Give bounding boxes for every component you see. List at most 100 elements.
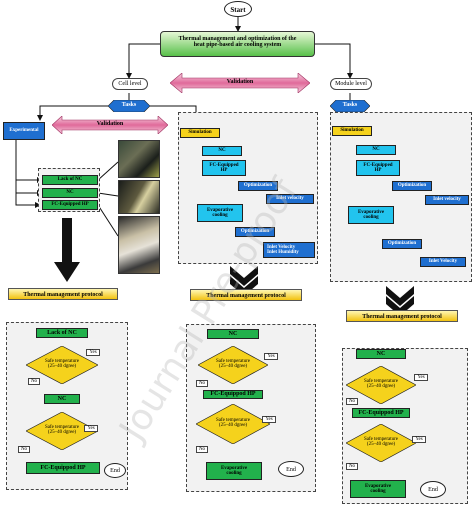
yes-label: Yes bbox=[87, 425, 95, 431]
evap-line1-cell: Evaporative bbox=[206, 207, 234, 213]
tasks-label-cell: Tasks bbox=[121, 102, 137, 108]
nc-start-label-p3: NC bbox=[376, 350, 386, 357]
evap-line2-p3: cooling bbox=[370, 489, 386, 494]
evap-line1-p3: Evaporative bbox=[364, 483, 392, 489]
protocol-banner-1: Thermal management protocol bbox=[8, 288, 118, 300]
lack-of-nc-label: Lack of NC bbox=[57, 177, 83, 183]
evap-cooling-box-module: Evaporative cooling bbox=[348, 206, 394, 224]
experiment-photo-2 bbox=[118, 180, 160, 214]
yes-tag-2a: Yes bbox=[264, 353, 278, 360]
inlet-list-box-cell: Inlet Velocity Inlet Humidity bbox=[263, 242, 315, 258]
safe-temp-text-1b: Safe temperature (25–40 dgree) bbox=[26, 425, 98, 436]
no-tag-1b: No bbox=[18, 446, 30, 453]
no-tag-3b: No bbox=[346, 463, 358, 470]
arrow-to-cell bbox=[126, 43, 160, 79]
protocol-banner-3: Thermal management protocol bbox=[346, 310, 458, 322]
validation-banner-left: Validation bbox=[52, 116, 168, 134]
safe-temp-line2: (25–40 dgree) bbox=[218, 364, 248, 370]
no-label: No bbox=[198, 446, 206, 452]
experimental-label: Experimental bbox=[9, 128, 39, 134]
safe-temp-line2: (25–40 dgree) bbox=[47, 430, 77, 436]
no-label: No bbox=[348, 463, 356, 469]
fc-hp-line1-module: FC-Equipped bbox=[363, 162, 393, 168]
experimental-box: Experimental bbox=[3, 122, 45, 140]
safe-temp-line1: Safe temperature bbox=[44, 425, 79, 430]
main-title-box: Thermal management and optimization of t… bbox=[160, 31, 315, 57]
safe-temp-text-1a: Safe temperature (25–40 dgree) bbox=[26, 359, 98, 370]
yes-tag-3a: Yes bbox=[414, 374, 428, 381]
lack-of-nc-start-label: Lack of NC bbox=[47, 329, 77, 336]
fc-hp-label-p3: FC-Equippod HP bbox=[358, 409, 404, 416]
end-label-2: End bbox=[286, 467, 296, 473]
evap-cooling-box-p3: Evaporative cooling bbox=[350, 480, 406, 498]
no-label: No bbox=[348, 398, 356, 404]
inlet-list-item-2: Inlet Humidity bbox=[267, 250, 299, 255]
experiment-photo-1 bbox=[118, 140, 160, 178]
safe-temp-line1: Safe temperature bbox=[363, 437, 398, 442]
nc-box-p1: NC bbox=[44, 394, 80, 404]
safe-temp-decision-1a: Safe temperature (25–40 dgree) bbox=[26, 346, 98, 384]
arrow-to-module bbox=[315, 43, 353, 79]
safe-temp-decision-2a: Safe temperature (25–40 dgree) bbox=[198, 346, 268, 384]
tasks-node-cell: Tasks bbox=[108, 100, 150, 112]
simulation-box-module: Simulation bbox=[332, 126, 372, 136]
safe-temp-line1: Safe temperature bbox=[363, 379, 398, 384]
safe-temp-decision-3a: Safe temperature (25–40 dgree) bbox=[346, 366, 416, 404]
cell-level-label: Cell level bbox=[118, 80, 142, 87]
yes-tag-3b: Yes bbox=[412, 436, 426, 443]
inlet-velocity-label-module: Inlet velocity bbox=[433, 197, 461, 203]
protocol-label-2: Thermal management protocol bbox=[206, 293, 286, 299]
fc-hp-label-exp: FC-Equipped HP bbox=[51, 202, 89, 208]
safe-temp-line2: (25–40 dgree) bbox=[218, 423, 248, 429]
evap-cooling-box-cell: Evaporative cooling bbox=[197, 204, 243, 222]
evap-line2-module: cooling bbox=[363, 215, 379, 220]
inlet-velocity-label-cell: Inlet velocity bbox=[276, 196, 304, 202]
yes-label: Yes bbox=[89, 349, 97, 355]
inlet-velocity-label-module-2: Inlet Velocity bbox=[428, 259, 458, 265]
tasks-label-module: Tasks bbox=[342, 102, 358, 108]
tasks-node-module: Tasks bbox=[330, 100, 370, 112]
safe-temp-text-3a: Safe temperature (25–40 dgree) bbox=[346, 379, 416, 390]
validation-banner-top: Validation bbox=[170, 73, 310, 93]
lack-of-nc-box: Lack of NC bbox=[42, 175, 98, 185]
safe-temp-line1: Safe temperature bbox=[215, 418, 250, 423]
no-tag-1a: No bbox=[28, 378, 40, 385]
safe-temp-line2: (25–40 dgree) bbox=[47, 364, 77, 370]
optimization-label-cell-1: Optimization bbox=[243, 183, 273, 189]
chevron-down-icon bbox=[230, 266, 258, 286]
fc-hp-box-module-sim: FC-Equipped HP bbox=[356, 160, 400, 176]
main-title-line2: heat pipe-based air cooling system bbox=[193, 42, 282, 49]
main-title-line1: Thermal management and optimization of t… bbox=[178, 36, 297, 42]
evap-line2-cell: cooling bbox=[212, 213, 228, 218]
yes-tag-1a: Yes bbox=[86, 349, 100, 356]
nc-label-cell-sim: NC bbox=[218, 148, 226, 154]
optimization-label-module-2: Optimization bbox=[387, 241, 417, 247]
cell-level-tag: Cell level bbox=[112, 78, 148, 90]
yes-tag-2b: Yes bbox=[262, 416, 276, 423]
nc-label-module-sim: NC bbox=[372, 147, 380, 153]
validation-label-top: Validation bbox=[226, 79, 254, 85]
optimization-box-module-2: Optimization bbox=[382, 239, 422, 249]
inlet-velocity-box-module-2: Inlet Velocity bbox=[420, 257, 466, 267]
evap-cooling-box-p2: Evaporative cooling bbox=[206, 462, 262, 480]
yes-label: Yes bbox=[267, 353, 275, 359]
yes-tag-1b: Yes bbox=[84, 425, 98, 432]
inlet-velocity-box-module: Inlet velocity bbox=[425, 195, 469, 205]
module-level-label: Module level bbox=[335, 80, 367, 87]
yes-label: Yes bbox=[415, 436, 423, 442]
no-tag-2a: No bbox=[196, 380, 208, 387]
big-arrow-down-cell-exp bbox=[54, 218, 80, 282]
fc-hp-line2-module: HP bbox=[374, 168, 382, 173]
evap-line2-p2: cooling bbox=[226, 471, 242, 476]
nc-box-module-sim: NC bbox=[356, 145, 396, 155]
no-label: No bbox=[198, 380, 206, 386]
no-label: No bbox=[30, 378, 38, 384]
chevron-down-icon bbox=[386, 286, 414, 306]
fc-hp-box-cell-sim: FC-Equipped HP bbox=[202, 160, 246, 176]
protocol-panel-3 bbox=[342, 348, 468, 504]
nc-start-label-p2: NC bbox=[228, 330, 238, 337]
fc-hp-box-p1: FC-Equippod HP bbox=[26, 462, 100, 474]
end-node-2: End bbox=[278, 461, 304, 477]
safe-temp-decision-3b: Safe temperature (25–40 dgree) bbox=[346, 424, 416, 462]
